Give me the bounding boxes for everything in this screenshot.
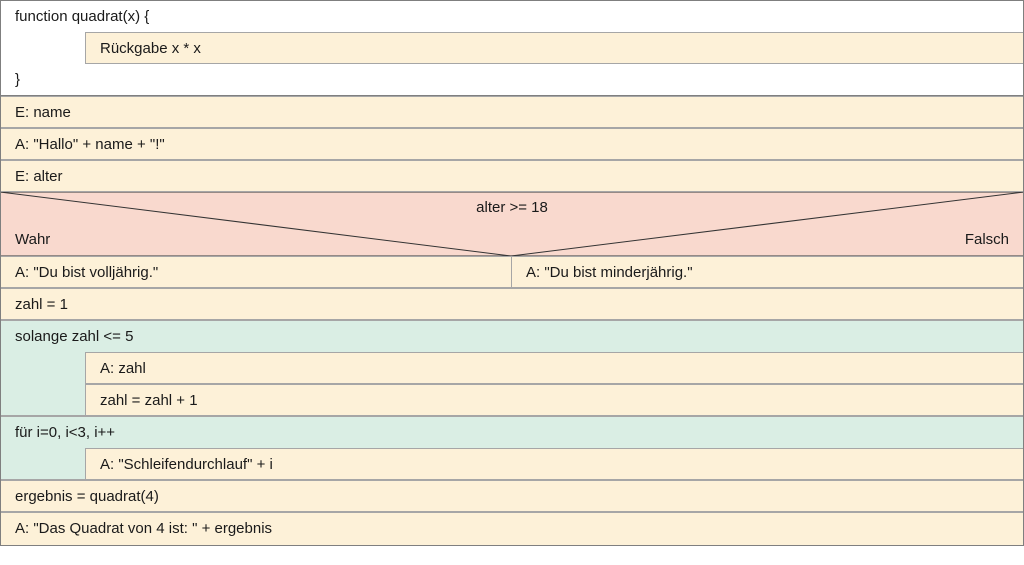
input-alter-statement: E: alter bbox=[0, 160, 1024, 192]
decision-false-action: A: "Du bist minderjährig." bbox=[511, 256, 1024, 288]
function-body-statement: Rückgabe x * x bbox=[85, 32, 1024, 64]
input-name-statement: E: name bbox=[0, 96, 1024, 128]
while-body-statement: A: zahl bbox=[85, 352, 1024, 384]
decision-header bbox=[0, 192, 1024, 256]
decision-condition: alter >= 18 bbox=[476, 199, 548, 216]
call-quadrat-statement: ergebnis = quadrat(4) bbox=[0, 480, 1024, 512]
for-loop-header: für i=0, i<3, i++ bbox=[15, 424, 116, 441]
for-body-statement: A: "Schleifendurchlauf" + i bbox=[85, 448, 1024, 480]
while-body-statement: zahl = zahl + 1 bbox=[85, 384, 1024, 416]
output-result-statement: A: "Das Quadrat von 4 ist: " + ergebnis bbox=[0, 512, 1024, 546]
structogram: function quadrat(x) { } Rückgabe x * x E… bbox=[0, 0, 1024, 546]
while-loop-header: solange zahl <= 5 bbox=[15, 328, 134, 345]
decision-false-label: Falsch bbox=[964, 231, 1009, 248]
function-footer: } bbox=[15, 71, 21, 88]
output-hello-statement: A: "Hallo" + name + "!" bbox=[0, 128, 1024, 160]
assign-zahl-statement: zahl = 1 bbox=[0, 288, 1024, 320]
function-header: function quadrat(x) { bbox=[15, 8, 150, 25]
decision-true-label: Wahr bbox=[15, 231, 51, 248]
decision-true-action: A: "Du bist volljährig." bbox=[0, 256, 512, 288]
